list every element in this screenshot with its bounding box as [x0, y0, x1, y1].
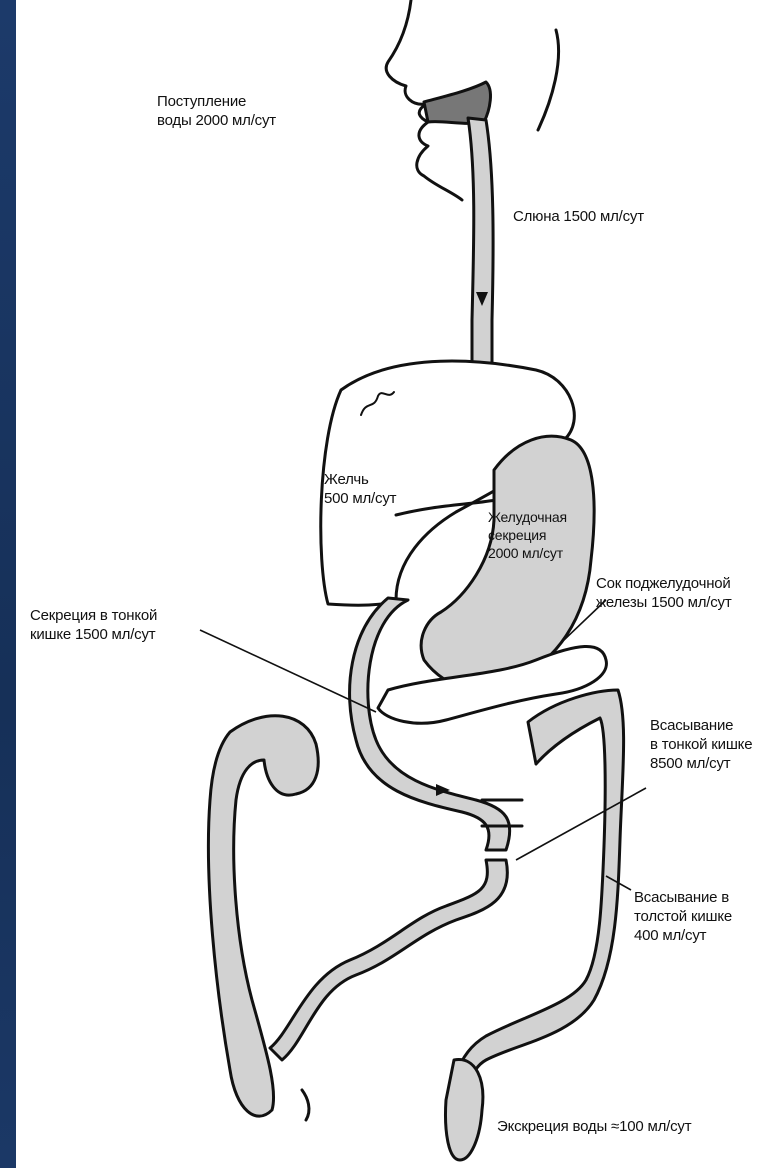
leader-small-intestine-absorption	[516, 788, 646, 860]
left-frame-bar	[0, 0, 16, 1168]
mouth-cavity	[424, 82, 490, 123]
ascending-colon	[208, 716, 318, 1116]
label-small-intestine-secretion: Секреция в тонкой кишке 1500 мл/сут	[30, 606, 157, 644]
label-saliva: Слюна 1500 мл/сут	[513, 207, 644, 226]
cecum-appendix	[302, 1090, 309, 1120]
label-bile: Желчь 500 мл/сут	[324, 470, 396, 508]
label-gastric-secretion: Желудочная секреция 2000 мл/сут	[488, 508, 567, 562]
label-water-excretion: Экскреция воды ≈100 мл/сут	[497, 1117, 691, 1136]
rectum	[446, 1060, 483, 1160]
label-pancreatic-juice: Сок поджелудочной железы 1500 мл/сут	[596, 574, 732, 612]
label-small-intestine-absorption: Всасывание в тонкой кишке 8500 мл/сут	[650, 716, 752, 773]
small-intestine	[270, 860, 507, 1060]
head-back-line	[538, 30, 559, 130]
diagram-canvas: Поступление воды 2000 мл/сут Слюна 1500 …	[16, 0, 779, 1168]
label-large-intestine-absorption: Всасывание в толстой кишке 400 мл/сут	[634, 888, 732, 945]
label-water-intake: Поступление воды 2000 мл/сут	[157, 92, 276, 130]
